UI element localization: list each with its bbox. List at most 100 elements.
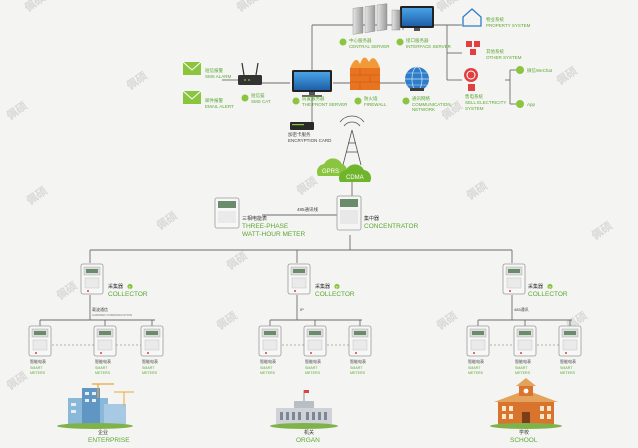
front-server-en: THE FRONT SERVER bbox=[302, 102, 348, 107]
link-485-label: 485通讯线 bbox=[297, 206, 319, 213]
smart-meter-label-en1: SMART bbox=[30, 366, 43, 370]
interface-server-monitor bbox=[391, 6, 434, 31]
wechat-icon bbox=[516, 66, 524, 74]
smart-meter-label-cn: 智能电表 bbox=[305, 358, 321, 364]
cdma-label: CDMA bbox=[346, 175, 364, 181]
watermark-text: 佩硕 bbox=[554, 63, 580, 87]
firewall-badge bbox=[354, 97, 362, 105]
watermark-text: 佩硕 bbox=[234, 0, 260, 14]
watermark-text: 佩硕 bbox=[464, 178, 490, 202]
central-server-rack bbox=[352, 3, 388, 35]
collector-1-en: COLLECTOR bbox=[108, 291, 148, 298]
sms-cat-device bbox=[238, 62, 262, 85]
collector-1: 采集器 1 COLLECTOR 载波通信 CARRIER COMMUNICATI… bbox=[80, 263, 148, 317]
smart-meter-label-en1: SMART bbox=[260, 366, 273, 370]
gprs-label: GPRS bbox=[322, 169, 339, 175]
collector-1-note-en: CARRIER COMMUNICATION bbox=[92, 313, 132, 317]
encryption-en: ENCRYPTION CARD bbox=[288, 138, 332, 143]
collector-2-num: 2 bbox=[336, 284, 339, 289]
collector-3-cn: 采集器 bbox=[528, 283, 543, 290]
signal-tower-icon bbox=[339, 115, 365, 166]
smart-meter-label-en2: METERS bbox=[95, 371, 111, 375]
smart-meter-label-en2: METERS bbox=[515, 371, 531, 375]
enterprise-cn: 企业 bbox=[98, 429, 108, 436]
cdma-cloud: CDMA bbox=[338, 164, 372, 182]
sms-cat-cn: 短信猫 bbox=[251, 92, 265, 99]
encryption-cn: 加密卡服务 bbox=[288, 131, 311, 138]
email-alert-icon bbox=[182, 61, 202, 75]
firewall-icon bbox=[350, 57, 380, 90]
sms-alarm-icon bbox=[182, 90, 202, 104]
smart-meter-label-en1: SMART bbox=[515, 366, 528, 370]
sell-system-icon bbox=[464, 68, 478, 91]
smart-meter-label-cn: 智能电表 bbox=[350, 358, 366, 364]
network-en2: NETWORK bbox=[412, 107, 435, 112]
gprs-cloud: GPRS bbox=[316, 158, 348, 176]
three-phase-en2: WATT-HOUR METER bbox=[242, 231, 305, 238]
smart-meter-label-cn: 智能电表 bbox=[468, 358, 484, 364]
watermark-text: 佩硕 bbox=[24, 183, 50, 207]
collector-2-en: COLLECTOR bbox=[315, 291, 355, 298]
property-system-cn: 物业系统 bbox=[486, 16, 504, 23]
smart-meter-label-cn: 智能电表 bbox=[95, 358, 111, 364]
smart-meter-label-en1: SMART bbox=[305, 366, 318, 370]
wechat-label: 微信WeChat bbox=[527, 67, 553, 74]
smart-meter-label-en2: METERS bbox=[305, 371, 321, 375]
collector-2: 采集器 2 COLLECTOR IP bbox=[287, 263, 355, 312]
interface-server-cn: 接口服务器 bbox=[406, 37, 429, 44]
smart-meters-layer: 智能电表SMARTMETERS智能电表SMARTMETERS智能电表SMARTM… bbox=[28, 325, 582, 375]
email-alert-cn: 短信报警 bbox=[205, 67, 223, 74]
smart-meter-label-en1: SMART bbox=[560, 366, 573, 370]
school-cn: 学校 bbox=[519, 429, 529, 436]
watermark-text: 佩硕 bbox=[224, 248, 250, 272]
collector-1-cn: 采集器 bbox=[108, 283, 123, 290]
app-icon bbox=[516, 100, 524, 108]
concentrator-cn: 集中器 bbox=[364, 215, 379, 222]
collector-3-note-cn: 485通讯 bbox=[514, 306, 529, 312]
three-phase-cn: 三相电能表 bbox=[242, 215, 267, 222]
sms-alarm-en: EMAIL ALERT bbox=[205, 104, 234, 109]
watermark-text: 佩硕 bbox=[124, 68, 150, 92]
central-server-cn: 中心服务器 bbox=[349, 37, 372, 44]
sms-cat-badge bbox=[241, 94, 249, 102]
watermark-text: 佩硕 bbox=[4, 98, 30, 122]
watermark-text: 佩硕 bbox=[22, 0, 48, 14]
globe-network-icon bbox=[405, 66, 429, 92]
smart-meter-label-en1: SMART bbox=[468, 366, 481, 370]
connection-lines bbox=[39, 24, 572, 326]
email-alert-en: SMS ALARM bbox=[205, 74, 232, 79]
property-system-en: PROPERTY SYSTEM bbox=[486, 23, 531, 28]
firewall-en: FIREWALL bbox=[364, 102, 387, 107]
interface-server-en: INTERFACE SERVER bbox=[406, 44, 452, 49]
network-en: COMMUNICATION bbox=[412, 102, 451, 107]
smart-meter-label-en1: SMART bbox=[142, 366, 155, 370]
other-system-icon bbox=[466, 41, 480, 55]
smart-meter-label-en2: METERS bbox=[142, 371, 158, 375]
organ-building-image bbox=[270, 390, 338, 429]
front-server-cn: 前置服务器 bbox=[302, 95, 325, 102]
enterprise-building-image bbox=[57, 383, 134, 429]
front-server-badge bbox=[292, 97, 300, 105]
watermark-text: 佩硕 bbox=[54, 278, 80, 302]
three-phase-meter-image bbox=[214, 197, 240, 229]
central-server-badge bbox=[339, 38, 347, 46]
interface-server-badge bbox=[396, 38, 404, 46]
sms-cat-en: SMS CAT bbox=[251, 99, 271, 104]
school-building-image bbox=[490, 378, 562, 429]
smart-meter-label-cn: 智能电表 bbox=[260, 358, 276, 364]
sell-system-cn: 售电系统 bbox=[465, 93, 483, 100]
collector-2-cn: 采集器 bbox=[315, 283, 330, 290]
network-badge bbox=[402, 97, 410, 105]
smart-meter-label-cn: 智能电表 bbox=[142, 358, 158, 364]
firewall-cn: 防火墙 bbox=[364, 95, 378, 102]
encryption-card-device bbox=[290, 122, 314, 130]
enterprise-en: ENTERPRISE bbox=[88, 437, 130, 444]
other-system-en: OTHER SYSTEM bbox=[486, 55, 522, 60]
